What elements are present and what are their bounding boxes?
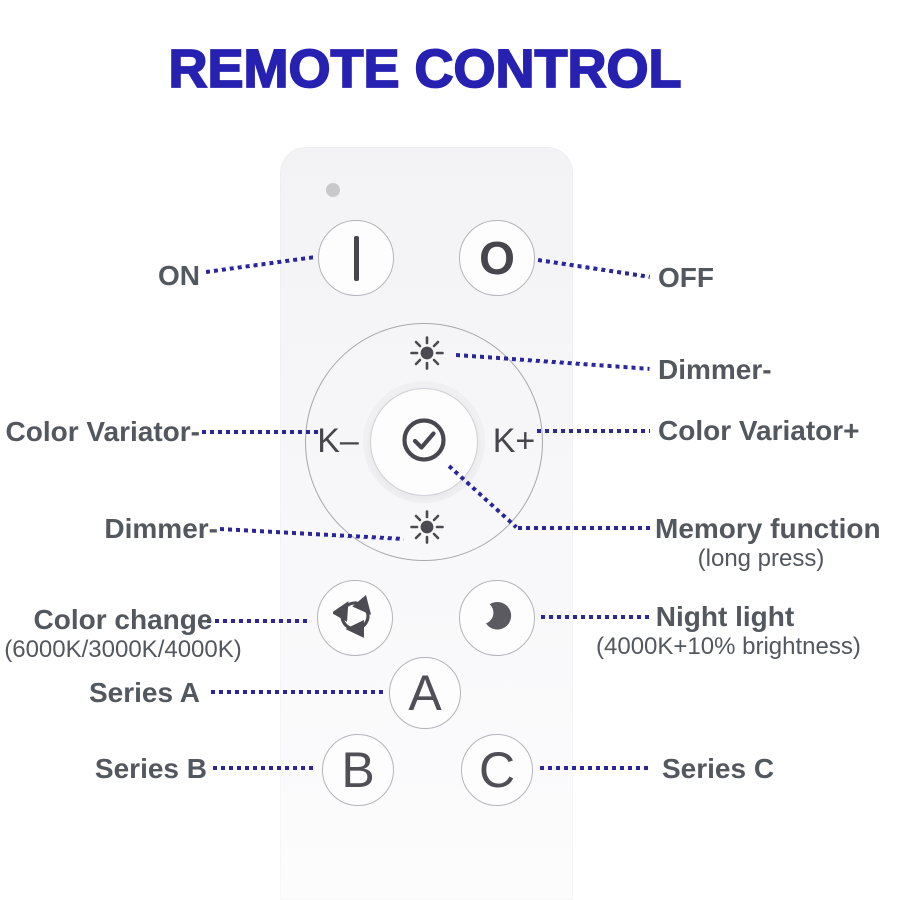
on-bar-glyph xyxy=(353,235,359,281)
label-off: OFF xyxy=(658,262,714,293)
label-series-b: Series B xyxy=(94,753,207,784)
off-glyph: O xyxy=(479,232,515,284)
series-c-button[interactable]: C xyxy=(461,734,533,806)
power-off-button[interactable]: O xyxy=(459,220,535,296)
night-light-button[interactable] xyxy=(459,580,535,656)
label-night-light: Night light xyxy=(655,601,795,632)
connector-line-memory xyxy=(518,526,652,530)
label-color-variator-minus: Color Variator- xyxy=(5,416,200,447)
page-title: REMOTE CONTROL xyxy=(168,38,683,100)
label-series-a: Series A xyxy=(88,677,200,708)
label-dimmer-right: Dimmer- xyxy=(658,354,772,385)
label-color-variator-plus: Color Variator+ xyxy=(658,415,860,446)
sun-icon[interactable] xyxy=(409,509,445,545)
connector-line-series-c xyxy=(540,766,648,770)
label-night-light-sub: (4000K+10% brightness) xyxy=(596,633,861,660)
k-minus-button[interactable]: K– xyxy=(317,422,359,460)
label-on: ON xyxy=(158,260,200,291)
label-series-c: Series C xyxy=(662,753,775,784)
dial-ring[interactable] xyxy=(305,323,543,561)
k-plus-button[interactable]: K+ xyxy=(492,422,536,460)
check-circle-icon xyxy=(400,416,448,469)
series-c-glyph: C xyxy=(478,742,516,798)
label-memory-sub: (long press) xyxy=(697,545,825,572)
connector-line-color-variator-plus xyxy=(537,429,650,433)
connector-line-color-change xyxy=(207,619,311,623)
label-night-light-block: Night light (4000K+10% brightness) xyxy=(596,601,861,661)
label-memory-function: Memory function xyxy=(655,513,881,544)
power-on-button[interactable] xyxy=(318,220,394,296)
color-change-button[interactable] xyxy=(317,580,393,656)
connector-line-color-variator-minus xyxy=(202,430,318,434)
moon-icon xyxy=(475,594,519,643)
connector-line-night-light xyxy=(541,615,649,619)
connector-line-series-b xyxy=(213,766,316,770)
series-b-glyph: B xyxy=(341,742,375,798)
connector-line-series-a xyxy=(211,690,385,694)
series-b-button[interactable]: B xyxy=(322,734,394,806)
label-dimmer-left: Dimmer- xyxy=(104,513,218,544)
cycle-arrows-icon xyxy=(331,594,377,643)
label-color-change-sub: (6000K/3000K/4000K) xyxy=(4,636,242,663)
label-color-change-block: Color change (6000K/3000K/4000K) xyxy=(0,604,246,664)
label-color-change: Color change xyxy=(33,604,213,635)
led-indicator xyxy=(326,183,340,197)
sun-icon[interactable] xyxy=(409,335,445,371)
series-a-button[interactable]: A xyxy=(389,657,461,729)
series-a-glyph: A xyxy=(408,665,442,721)
label-memory-block: Memory function (long press) xyxy=(655,513,881,573)
